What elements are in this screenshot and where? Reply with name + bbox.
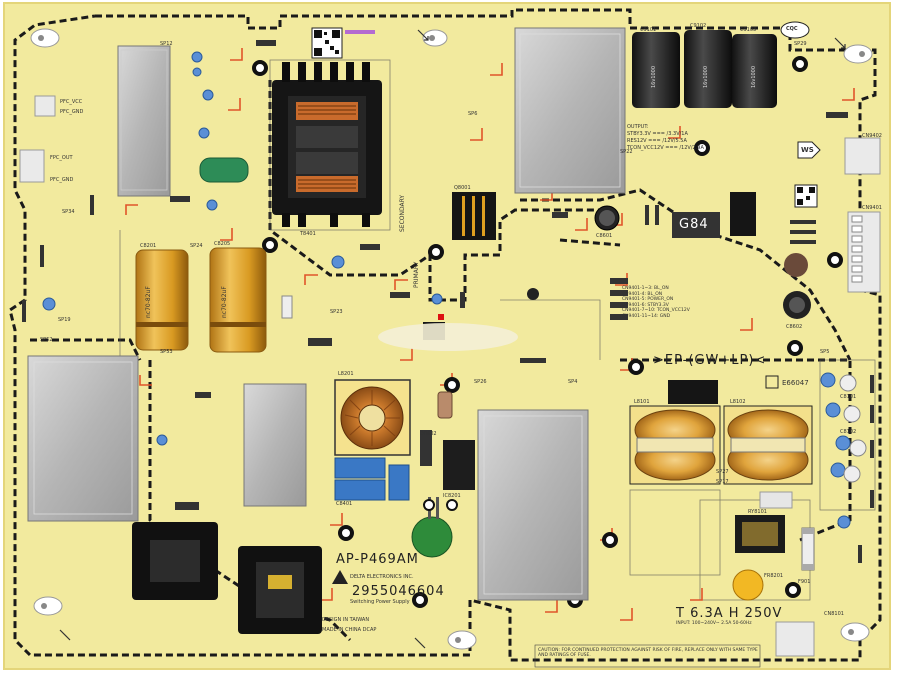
secondary-label: SECONDARY xyxy=(399,194,406,232)
ep-marking-label: >EP-(GW+LP)< xyxy=(653,353,767,368)
silk-label: SP29 xyxy=(794,41,807,47)
mount-hole-tr xyxy=(843,44,873,64)
output-title: OUTPUT: xyxy=(627,124,649,130)
silk-label: SP24 xyxy=(190,243,203,249)
silk-label: C9102 xyxy=(690,23,707,29)
output-spec-block: OUTPUT: STBY3.3V === /3.3V/1A RES12V ===… xyxy=(627,125,704,151)
silk-label: SP12 xyxy=(160,41,173,47)
mount-hole-bm xyxy=(447,630,477,650)
silk-label: SP22 xyxy=(620,149,633,155)
connector-line: CN9401-7~10: TCON_VCC12V xyxy=(622,308,690,313)
mount-hole-tl xyxy=(30,28,60,48)
silk-label: SP23 xyxy=(330,309,343,315)
silk-label: FR8201 xyxy=(764,573,784,579)
part-number-label: 2955046604 xyxy=(352,584,445,599)
silk-label: C8101 xyxy=(840,394,857,400)
silk-label: T8401 xyxy=(300,231,316,237)
silk-label: PFC_GND xyxy=(60,109,84,115)
silk-label: SP4 xyxy=(568,379,578,385)
primary-label: PRIMARY xyxy=(413,261,420,288)
silk-label: CN9402 xyxy=(862,133,882,139)
silk-label: SP34 xyxy=(62,209,75,215)
big-cap-label: 16v1000 xyxy=(651,65,657,88)
description-label: Switching Power Supply xyxy=(350,599,410,605)
silk-label: SP6 xyxy=(468,111,478,117)
design-label: DESIGN IN TAIWAN xyxy=(322,617,370,623)
silk-label: IC8201 xyxy=(443,493,461,499)
ul-number-label: E66047 xyxy=(782,379,809,387)
big-cap-label: 16v1000 xyxy=(703,65,709,88)
silk-label: SP26 xyxy=(474,379,487,385)
cqc-mark: CQC xyxy=(786,26,798,32)
connector-line: CN9401-4: BL_ON xyxy=(622,291,663,297)
cap-label: nc70-82uF xyxy=(145,286,152,318)
input-label: INPUT: 100~240V~ 2.5A 50-60Hz xyxy=(676,621,752,626)
silk-label: SP5 xyxy=(820,349,830,355)
mount-hole-bl xyxy=(33,596,63,616)
connector-line: CN9401-6: STBY3.3V xyxy=(622,302,669,308)
connector-spec-block: CN9401-1~3: BL_ON CN9401-4: BL_ON CN9401… xyxy=(622,286,690,319)
company-label: DELTA ELECTRONICS INC. xyxy=(350,574,414,580)
caution-label: CAUTION: FOR CONTINUED PROTECTION AGAINS… xyxy=(538,648,758,658)
cap-label: nc70-82uF xyxy=(221,286,228,318)
connector-line: CN9401-11~14: GND xyxy=(622,313,671,319)
mount-hole-tm xyxy=(422,29,448,47)
code-label: G84 xyxy=(679,217,709,232)
mount-hole-br xyxy=(840,622,870,642)
silk-label: C8602 xyxy=(786,324,803,330)
silk-label: C8201 xyxy=(140,243,157,249)
silk-label: C9103 xyxy=(740,27,757,33)
silk-label: Q8001 xyxy=(454,185,471,191)
silk-label: SP27 xyxy=(716,469,729,475)
silk-label: PFC_GND xyxy=(50,177,74,183)
output-line: TCON_VCC12V === /12V/2.9A xyxy=(627,145,704,151)
fuse-rating-label: T 6.3A H 250V xyxy=(676,606,783,621)
model-label: AP-P469AM xyxy=(336,552,419,567)
silk-label: D8602 xyxy=(420,431,437,437)
big-cap-label: 16v1000 xyxy=(751,65,757,88)
silk-label: SP52 xyxy=(40,337,53,343)
silk-label: L8201 xyxy=(338,371,354,377)
silk-label: CN8101 xyxy=(824,611,844,617)
output-line: STBY3.3V === /3.3V/1A xyxy=(627,131,688,137)
silk-label: C8205 xyxy=(214,241,231,247)
silk-label: CN9401 xyxy=(862,205,882,211)
silk-label: C8102 xyxy=(840,429,857,435)
ws-label: WS xyxy=(801,146,814,154)
output-line: RES12V === /12V/5.5A xyxy=(627,138,687,144)
silk-label: PFC_VCC xyxy=(60,99,83,105)
silk-label: SP19 xyxy=(58,317,71,323)
connector-line: CN9401-1~3: BL_ON xyxy=(622,286,669,291)
made-label: MADE IN CHINA DCAP xyxy=(322,627,377,633)
silk-label: SP53 xyxy=(160,349,173,355)
connector-line: CN9401-5: POWER_ON xyxy=(622,297,674,302)
silk-label: C9101 xyxy=(640,27,657,33)
silk-label: F901 xyxy=(798,579,811,585)
silk-label: FPC_OUT xyxy=(50,155,73,161)
silk-label: C8601 xyxy=(596,233,613,239)
silk-label: SP17 xyxy=(716,479,729,485)
silk-label: L8101 xyxy=(634,399,650,405)
silk-label: L8102 xyxy=(730,399,746,405)
silk-label: C8401 xyxy=(336,501,353,507)
silk-label: RY8101 xyxy=(748,509,767,515)
